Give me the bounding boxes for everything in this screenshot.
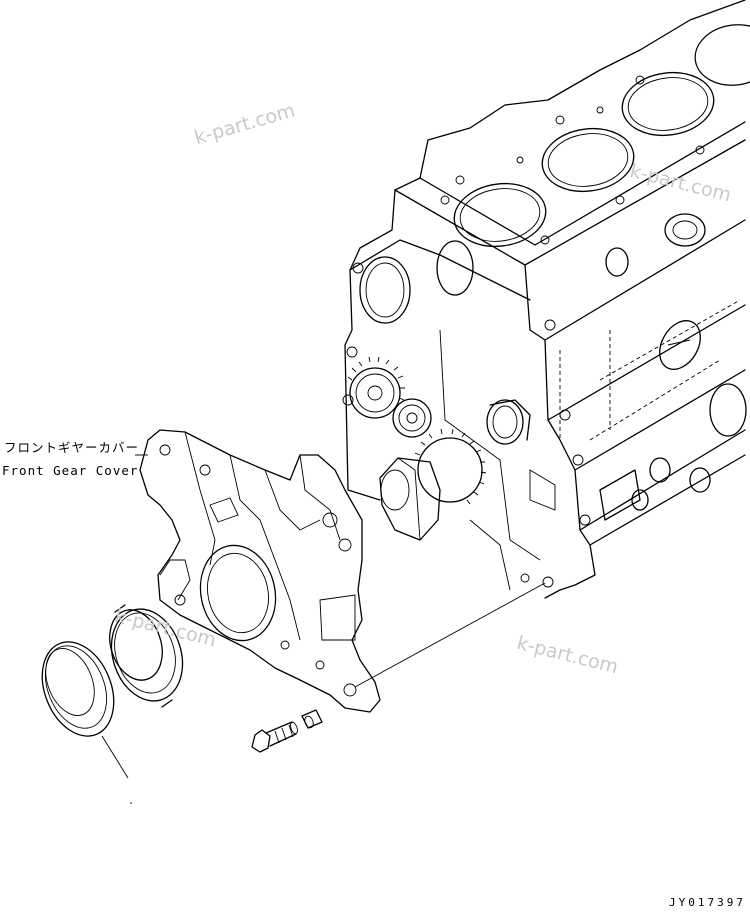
drawing-code: JY017397 bbox=[669, 896, 746, 909]
front-gear-cover bbox=[139, 429, 381, 713]
bolt bbox=[251, 721, 298, 753]
oil-seal-small bbox=[41, 641, 115, 737]
part-label-japanese: フロントギヤーカバー bbox=[4, 440, 140, 455]
part-label-english: Front Gear Cover bbox=[2, 463, 139, 478]
dowel-pin bbox=[301, 709, 323, 729]
cylinder-block bbox=[342, 0, 750, 599]
oil-seal-large bbox=[109, 604, 184, 708]
gear-train bbox=[347, 356, 531, 541]
leader-lines bbox=[101, 454, 546, 804]
